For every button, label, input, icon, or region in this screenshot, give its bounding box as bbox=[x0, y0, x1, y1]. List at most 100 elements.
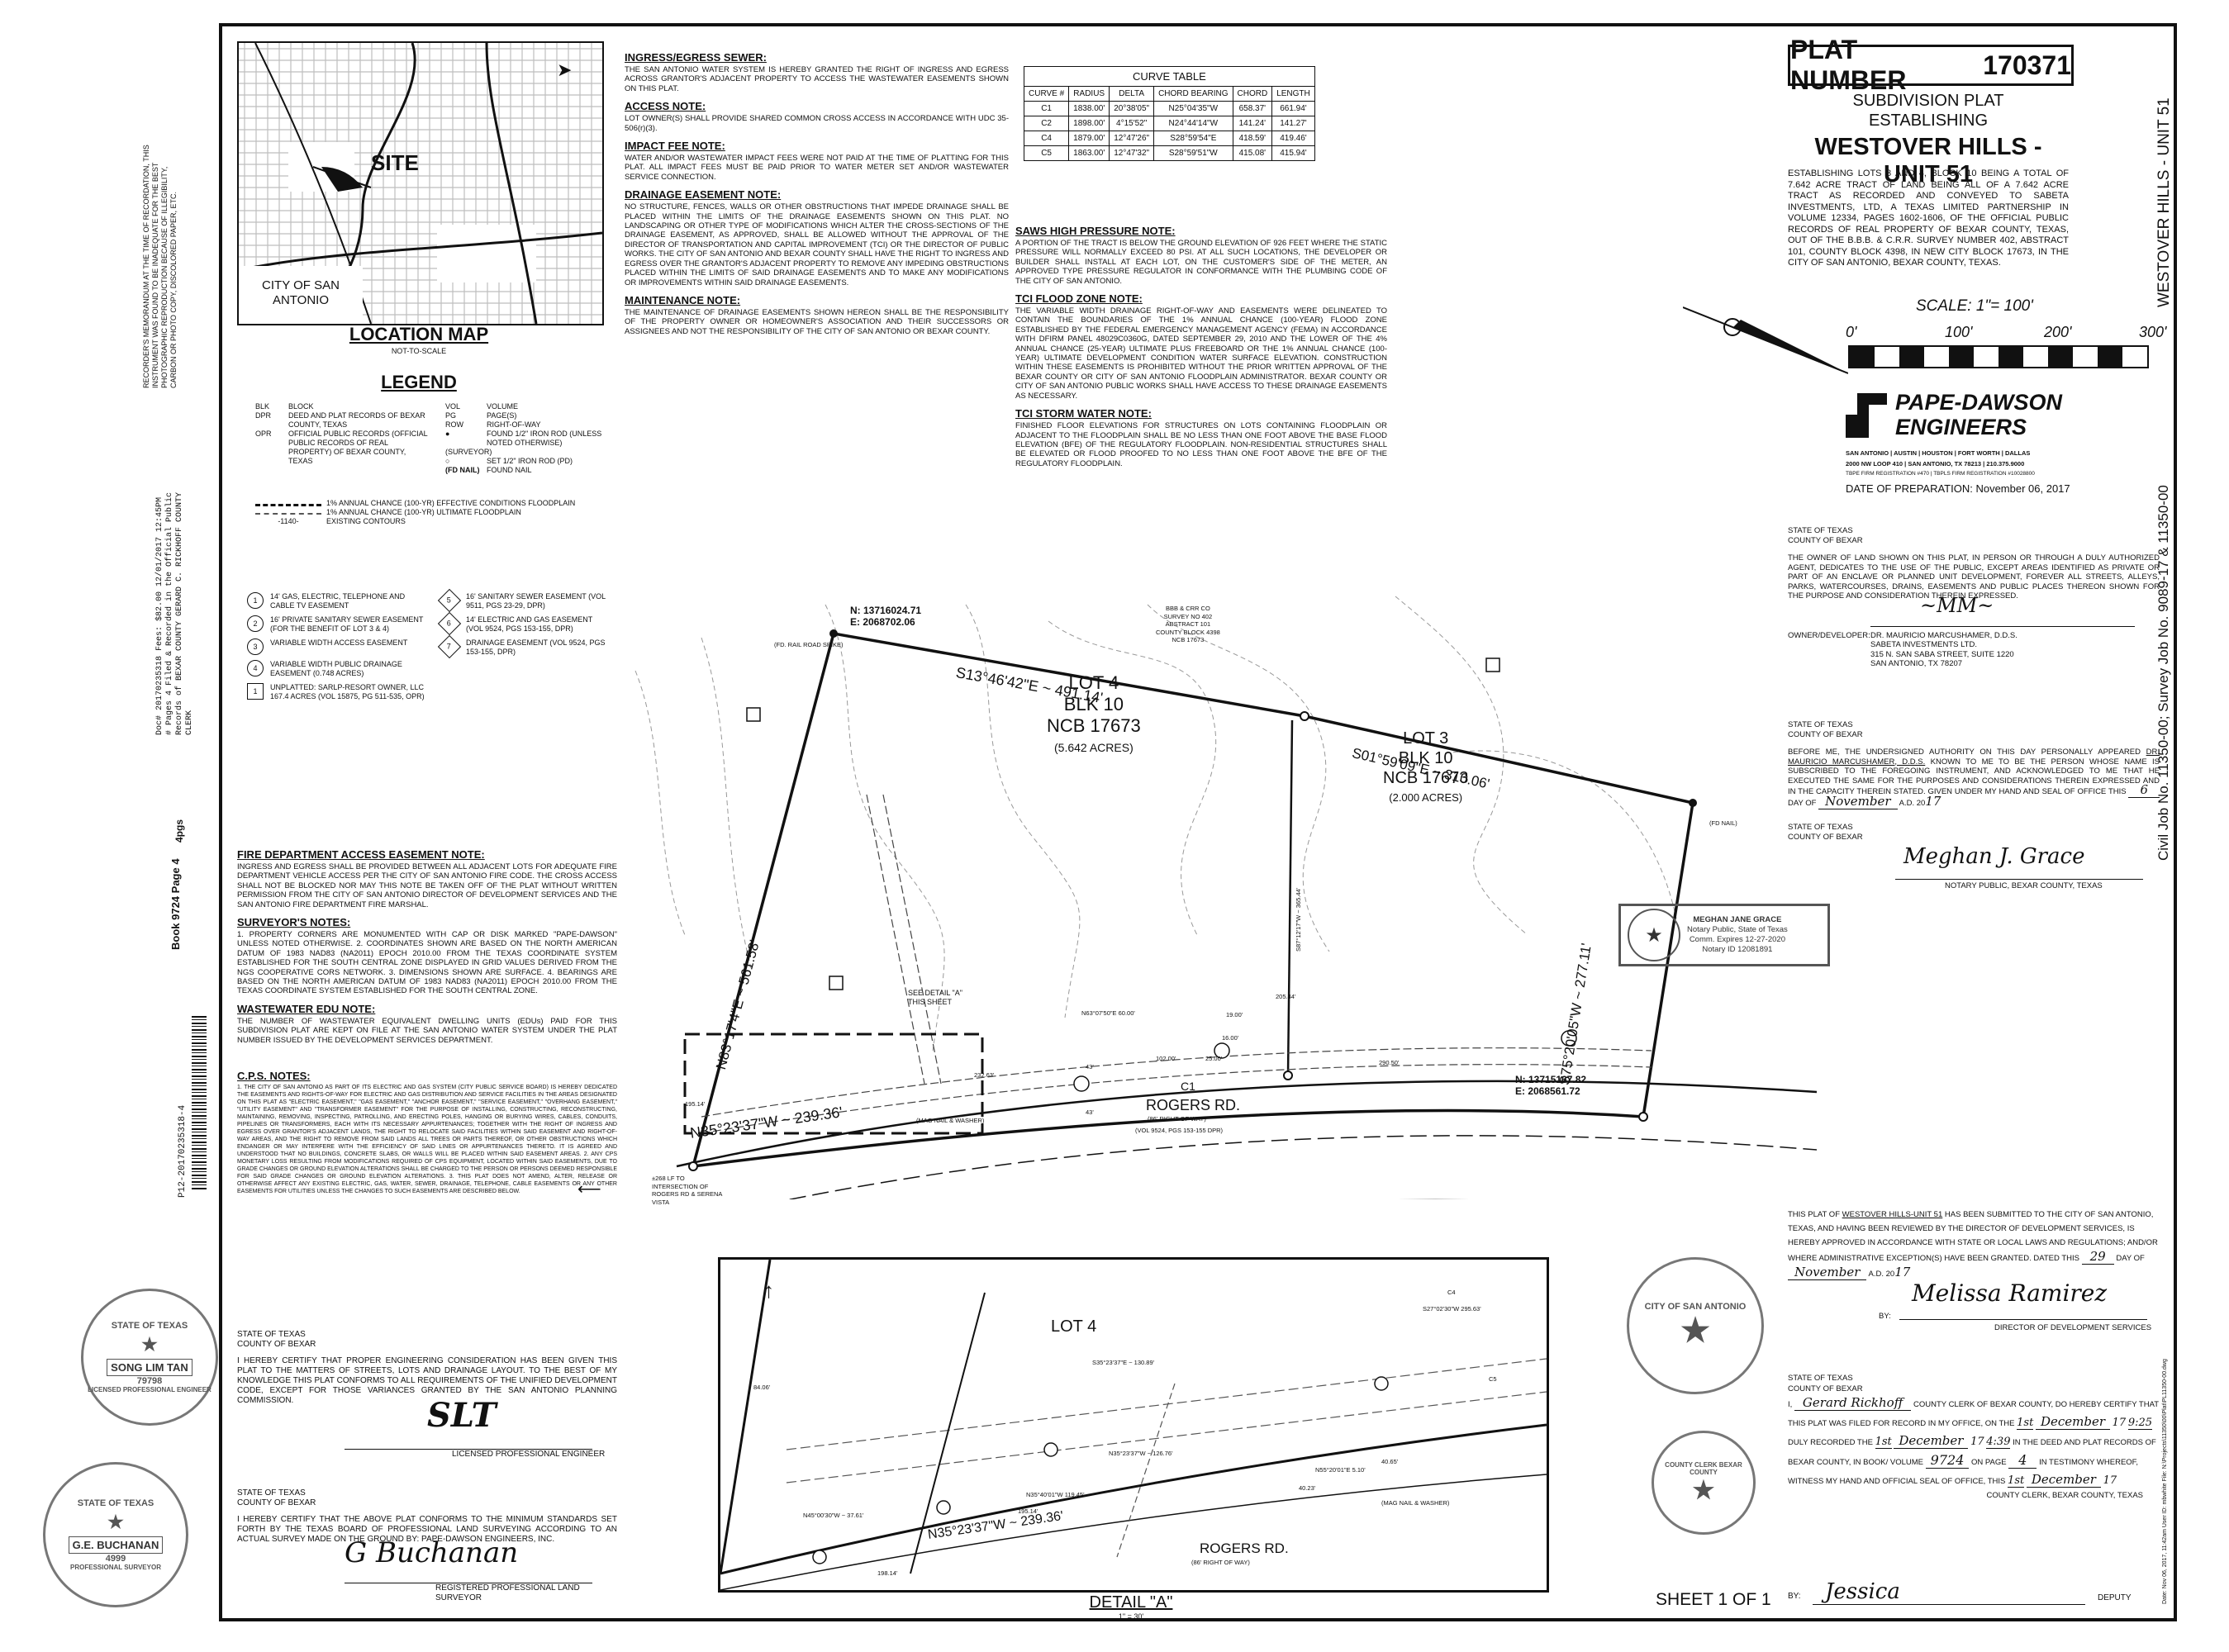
arrow-left-icon: ⟵ bbox=[577, 1180, 601, 1199]
curve-label: C1 bbox=[1181, 1080, 1195, 1093]
lot-boundary bbox=[692, 631, 1694, 1168]
firm-name: ENGINEERS bbox=[1895, 415, 2027, 439]
detail-a-title: DETAIL "A" bbox=[1089, 1593, 1173, 1612]
monument-marker bbox=[829, 629, 838, 638]
recorders-memo: RECORDER'S MEMORANDUM AT THE TIME OF REC… bbox=[142, 145, 178, 388]
detail-road-row: (86' RIGHT OF WAY) bbox=[1191, 1559, 1250, 1566]
scale-label: SCALE: 1"= 100' bbox=[1916, 297, 2033, 315]
signature-line bbox=[1899, 1319, 2147, 1320]
seal-top-text: STATE OF TEXAS bbox=[111, 1321, 188, 1331]
dimension-label: 102.00' bbox=[1156, 1055, 1176, 1062]
dimension-label: 232.63' bbox=[974, 1071, 995, 1079]
bearing-mid: S87°12'17"W ~ 365.44' bbox=[1295, 887, 1302, 952]
note-body: A PORTION OF THE TRACT IS BELOW THE GROU… bbox=[1015, 239, 1387, 286]
rogers-road bbox=[676, 1080, 1817, 1199]
plat-drawing bbox=[634, 596, 1817, 1199]
detail-mag-nail: (MAG NAIL & WASHER) bbox=[1381, 1499, 1450, 1507]
signature-line bbox=[1870, 625, 2135, 627]
note-title: ACCESS NOTE: bbox=[625, 100, 706, 113]
detail-dim: C5 bbox=[1489, 1375, 1497, 1383]
detail-dim: 198.14' bbox=[877, 1569, 898, 1577]
owner-certification: STATE OF TEXAS COUNTY OF BEXAR THE OWNER… bbox=[1788, 526, 2160, 668]
barcode bbox=[192, 1016, 207, 1189]
signature-line bbox=[1813, 1604, 2085, 1605]
approval-section: THIS PLAT OF WESTOVER HILLS-UNIT 51 HAS … bbox=[1788, 1208, 2160, 1336]
margin-file: Date: Nov 06, 2017, 11:42am User ID: mbw… bbox=[2162, 1359, 2168, 1604]
seal-top-text: STATE OF TEXAS bbox=[77, 1498, 154, 1508]
note-title: TCI STORM WATER NOTE: bbox=[1015, 407, 1152, 420]
deputy-signature: Jessica bbox=[1825, 1579, 1900, 1604]
note-body: THE VARIABLE WIDTH DRAINAGE RIGHT-OF-WAY… bbox=[1015, 306, 1387, 401]
scale-bar bbox=[1848, 345, 2149, 368]
ultimate-floodplain-line-icon bbox=[255, 508, 321, 515]
note-title: DRAINAGE EASEMENT NOTE: bbox=[625, 188, 782, 202]
bearing-small: N63°07'50"E 60.00' bbox=[1081, 1009, 1135, 1017]
contour-line-icon: -1140- bbox=[278, 517, 299, 525]
surveyor-certification: STATE OF TEXAS COUNTY OF BEXAR I HEREBY … bbox=[237, 1488, 617, 1602]
surveyor-caption: REGISTERED PROFESSIONAL LAND SURVEYOR bbox=[435, 1583, 580, 1602]
dimension-label: 43' bbox=[1086, 1108, 1094, 1116]
book-page: Book 9724 Page 4 bbox=[169, 858, 182, 950]
note-body: THE NUMBER OF WASTEWATER EQUIVALENT DWEL… bbox=[237, 1016, 617, 1045]
pape-dawson-logo-icon bbox=[1846, 390, 1887, 441]
north-arrow-icon bbox=[1682, 306, 1849, 374]
easement-lines bbox=[701, 794, 1652, 1134]
signature-line bbox=[1895, 879, 2143, 880]
plat-subtitle: SUBDIVISION PLAT ESTABLISHING bbox=[1852, 92, 2004, 130]
firm-reg: TBPE FIRM REGISTRATION #470 | TBPLS FIRM… bbox=[1846, 471, 2035, 477]
detail-dim: 84.06' bbox=[753, 1384, 771, 1391]
monument-marker bbox=[1689, 799, 1697, 807]
detail-ref: SEE DETAIL "A"THIS SHEET bbox=[908, 989, 962, 1006]
note-title: SURVEYOR'S NOTES: bbox=[237, 916, 351, 929]
sheet-number: SHEET 1 OF 1 bbox=[1656, 1590, 1771, 1609]
engineer-signature: SLT bbox=[427, 1396, 497, 1435]
detail-dim: 40.23' bbox=[1299, 1484, 1316, 1492]
seal-bottom-text: LICENSED PROFESSIONAL ENGINEER bbox=[88, 1386, 211, 1393]
detail-bearing: N35°23'37"W ~ 126.76' bbox=[1109, 1450, 1173, 1457]
north-arrow-icon: ↑ bbox=[763, 1278, 774, 1303]
engineer-cert-text: I HEREBY CERTIFY THAT PROPER ENGINEERING… bbox=[237, 1356, 617, 1405]
notary-signature: Meghan J. Grace bbox=[1903, 844, 2085, 869]
seal-number: 4999 bbox=[105, 1554, 126, 1564]
owner-label: OWNER/DEVELOPER: bbox=[1788, 630, 1870, 640]
star-icon: ★ bbox=[1692, 1476, 1715, 1504]
legend-item: (FD NAIL)FOUND NAIL bbox=[445, 466, 532, 474]
star-icon: ★ bbox=[1680, 1313, 1710, 1349]
note-body: 1. PROPERTY CORNERS ARE MONUMENTED WITH … bbox=[237, 930, 617, 996]
north-arrow-icon: ➤ bbox=[557, 59, 573, 80]
plat-sheet: SITE CITY OF SAN ANTONIO ➤ LOCATION MAP … bbox=[219, 23, 2177, 1621]
seal-name: G.E. BUCHANAN bbox=[68, 1536, 164, 1554]
owner-cert-text: THE OWNER OF LAND SHOWN ON THIS PLAT, IN… bbox=[1788, 553, 2160, 601]
note-title: FIRE DEPARTMENT ACCESS EASEMENT NOTE: bbox=[237, 848, 485, 861]
dimension-label: 25.00' bbox=[1205, 1055, 1223, 1062]
detail-road-label: ROGERS RD. bbox=[1200, 1540, 1289, 1556]
legend-item: ●FOUND 1/2" IRON ROD (UNLESS NOTED OTHER… bbox=[445, 430, 602, 447]
surveyor-signature: G Buchanan bbox=[345, 1536, 519, 1569]
seal-bottom-text: PROFESSIONAL SURVEYOR bbox=[70, 1564, 161, 1571]
plat-number: 170371 bbox=[1983, 50, 2071, 80]
location-map-subtitle: NOT-TO-SCALE bbox=[391, 347, 447, 355]
note-body: LOT OWNER(S) SHALL PROVIDE SHARED COMMON… bbox=[625, 114, 1009, 133]
notary-stamp: ★ MEGHAN JANE GRACE Notary Public, State… bbox=[1618, 904, 1830, 966]
notes-left: FIRE DEPARTMENT ACCESS EASEMENT NOTE: IN… bbox=[237, 848, 617, 1202]
detail-bearing: N35°40'01"W 119.45' bbox=[1026, 1491, 1085, 1498]
barcode-text: P12-20170235318-4 bbox=[178, 1104, 188, 1198]
dimension-label: 195.14' bbox=[685, 1100, 706, 1108]
note-body: 1. THE CITY OF SAN ANTONIO AS PART OF IT… bbox=[237, 1085, 617, 1195]
firm-address: 2000 NW LOOP 410 | SAN ANTONIO, TX 78213… bbox=[1846, 460, 2025, 468]
note-body: FINISHED FLOOR ELEVATIONS FOR STRUCTURES… bbox=[1015, 421, 1387, 468]
road-label: ROGERS RD. bbox=[1146, 1097, 1241, 1113]
note-body: THE SAN ANTONIO WATER SYSTEM IS HEREBY G… bbox=[625, 65, 1009, 93]
note-title: TCI FLOOD ZONE NOTE: bbox=[1015, 292, 1143, 306]
clerk-caption: COUNTY CLERK, BEXAR COUNTY, TEXAS bbox=[1986, 1491, 2143, 1500]
margin-title: WESTOVER HILLS - UNIT 51 bbox=[2155, 97, 2173, 307]
monument-marker bbox=[1638, 1112, 1648, 1122]
